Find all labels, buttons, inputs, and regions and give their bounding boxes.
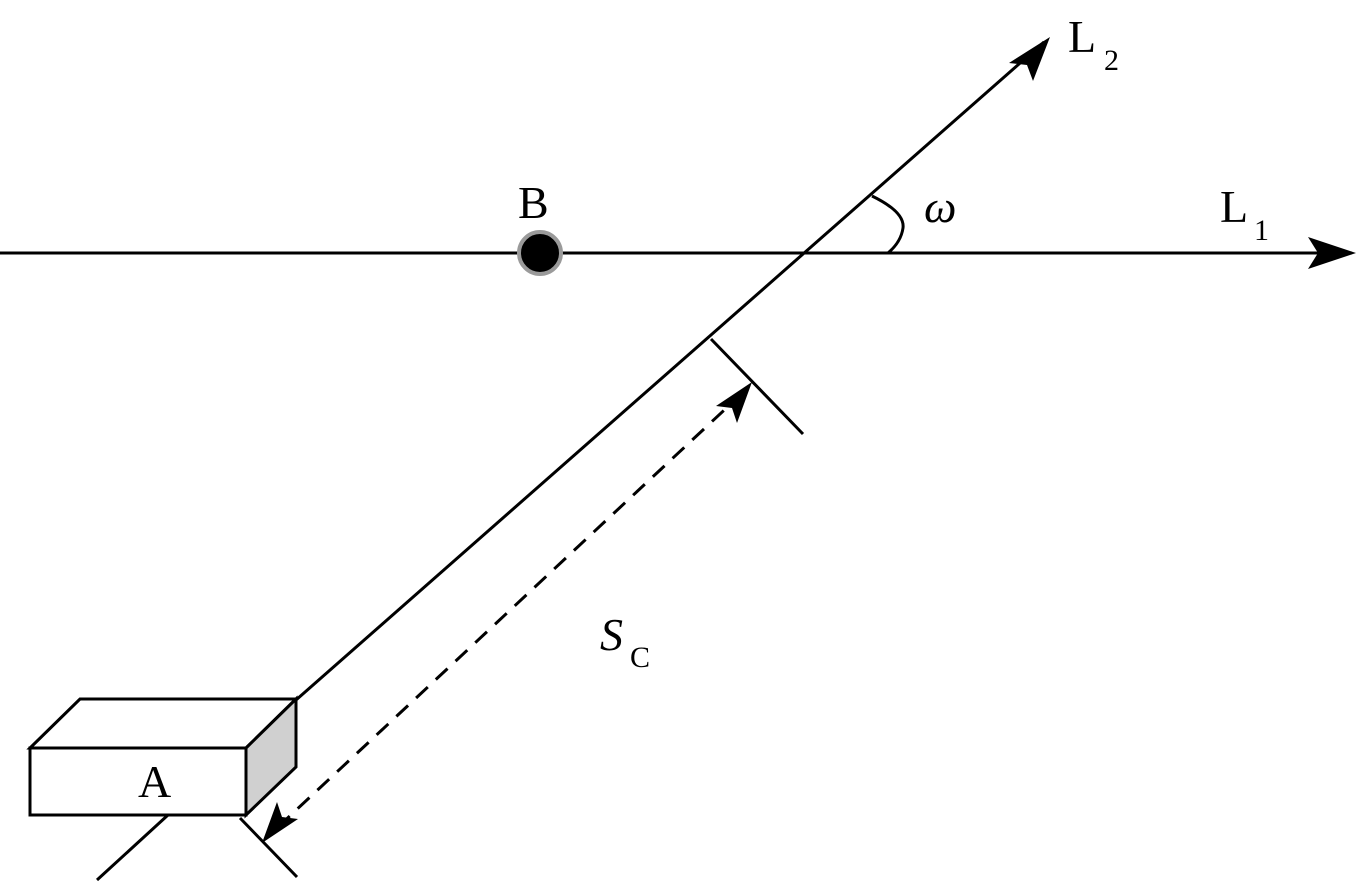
point-b-label: B xyxy=(518,177,549,228)
distance-arrowhead-bottom xyxy=(262,802,298,843)
box-leg-left xyxy=(95,813,170,882)
point-b-marker xyxy=(517,230,563,276)
line-l1-subscript: 1 xyxy=(1254,214,1269,247)
line-l2-label: L xyxy=(1068,11,1096,62)
distance-label: S xyxy=(600,609,623,660)
box-front-face xyxy=(28,746,248,817)
distance-subscript: C xyxy=(630,641,650,674)
box-a-label: A xyxy=(138,756,171,807)
line-l1-arrowhead xyxy=(1308,237,1356,269)
distance-end-tick xyxy=(709,337,805,436)
angle-arc xyxy=(871,194,905,255)
distance-arrowhead-top xyxy=(716,382,752,423)
line-l2 xyxy=(295,40,1045,702)
box-leg-right xyxy=(238,816,299,879)
line-l2-subscript: 2 xyxy=(1104,44,1119,77)
box-a xyxy=(26,695,300,819)
distance-line xyxy=(276,398,737,829)
line-l2-arrowhead xyxy=(1009,37,1050,81)
angle-label: ω xyxy=(924,181,956,232)
line-l1-label: L xyxy=(1220,181,1248,232)
